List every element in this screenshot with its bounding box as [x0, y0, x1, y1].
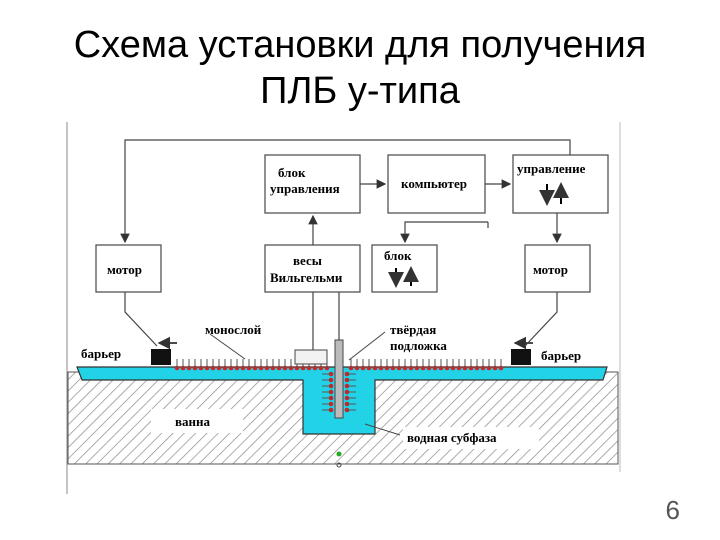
solid-label-line-1: твёрдая	[390, 322, 436, 337]
control-unit-line-2: управления	[270, 181, 340, 196]
box-computer: компьютер	[387, 154, 486, 214]
control-label: управление	[517, 161, 586, 176]
solid-label-line-2: подложка	[390, 338, 447, 353]
box-motor-right: мотор	[524, 244, 591, 293]
computer-label: компьютер	[401, 176, 467, 191]
title-line-2: ПЛБ y-типа	[260, 70, 460, 112]
label-pointers	[209, 331, 401, 436]
box-control: управление	[512, 154, 609, 214]
bath-label-box: ванна	[151, 409, 243, 433]
monolayer-molecules	[174, 359, 504, 413]
barrier-left-label: барьер	[81, 346, 121, 361]
title-line-1: Схема установки для получения	[73, 24, 647, 66]
barrier-right	[511, 349, 531, 365]
subphase-label-box: водная субфаза	[403, 427, 539, 449]
control-unit-line-1: блок	[278, 165, 306, 180]
motor-right-label: мотор	[533, 262, 568, 277]
page-number: 6	[665, 495, 680, 525]
connection-lines	[120, 139, 571, 350]
subphase-label: водная субфаза	[407, 430, 497, 445]
marker-dot-2	[336, 462, 342, 468]
motor-left-label: мотор	[107, 262, 142, 277]
barrier-right-label: барьер	[541, 348, 581, 363]
wilhelmy-plate	[294, 349, 328, 365]
barrier-left	[151, 349, 171, 365]
lb-setup-diagram: блок управления компьютер управление мот…	[66, 122, 621, 494]
scales-line-1: весы	[293, 253, 322, 268]
marker-dot	[336, 451, 342, 457]
bath-label: ванна	[175, 414, 211, 429]
box-block: блок	[371, 244, 438, 293]
block-label: блок	[384, 248, 412, 263]
slide-title: Схема установки для получения ПЛБ y-типа	[0, 22, 720, 114]
scales-line-2: Вильгельми	[270, 270, 343, 285]
monolayer-label: монослой	[205, 322, 262, 337]
solid-substrate	[334, 339, 344, 419]
box-motor-left: мотор	[95, 244, 162, 293]
box-control-unit: блок управления	[264, 154, 361, 214]
box-wilhelmy-scales: весы Вильгельми	[264, 244, 361, 293]
